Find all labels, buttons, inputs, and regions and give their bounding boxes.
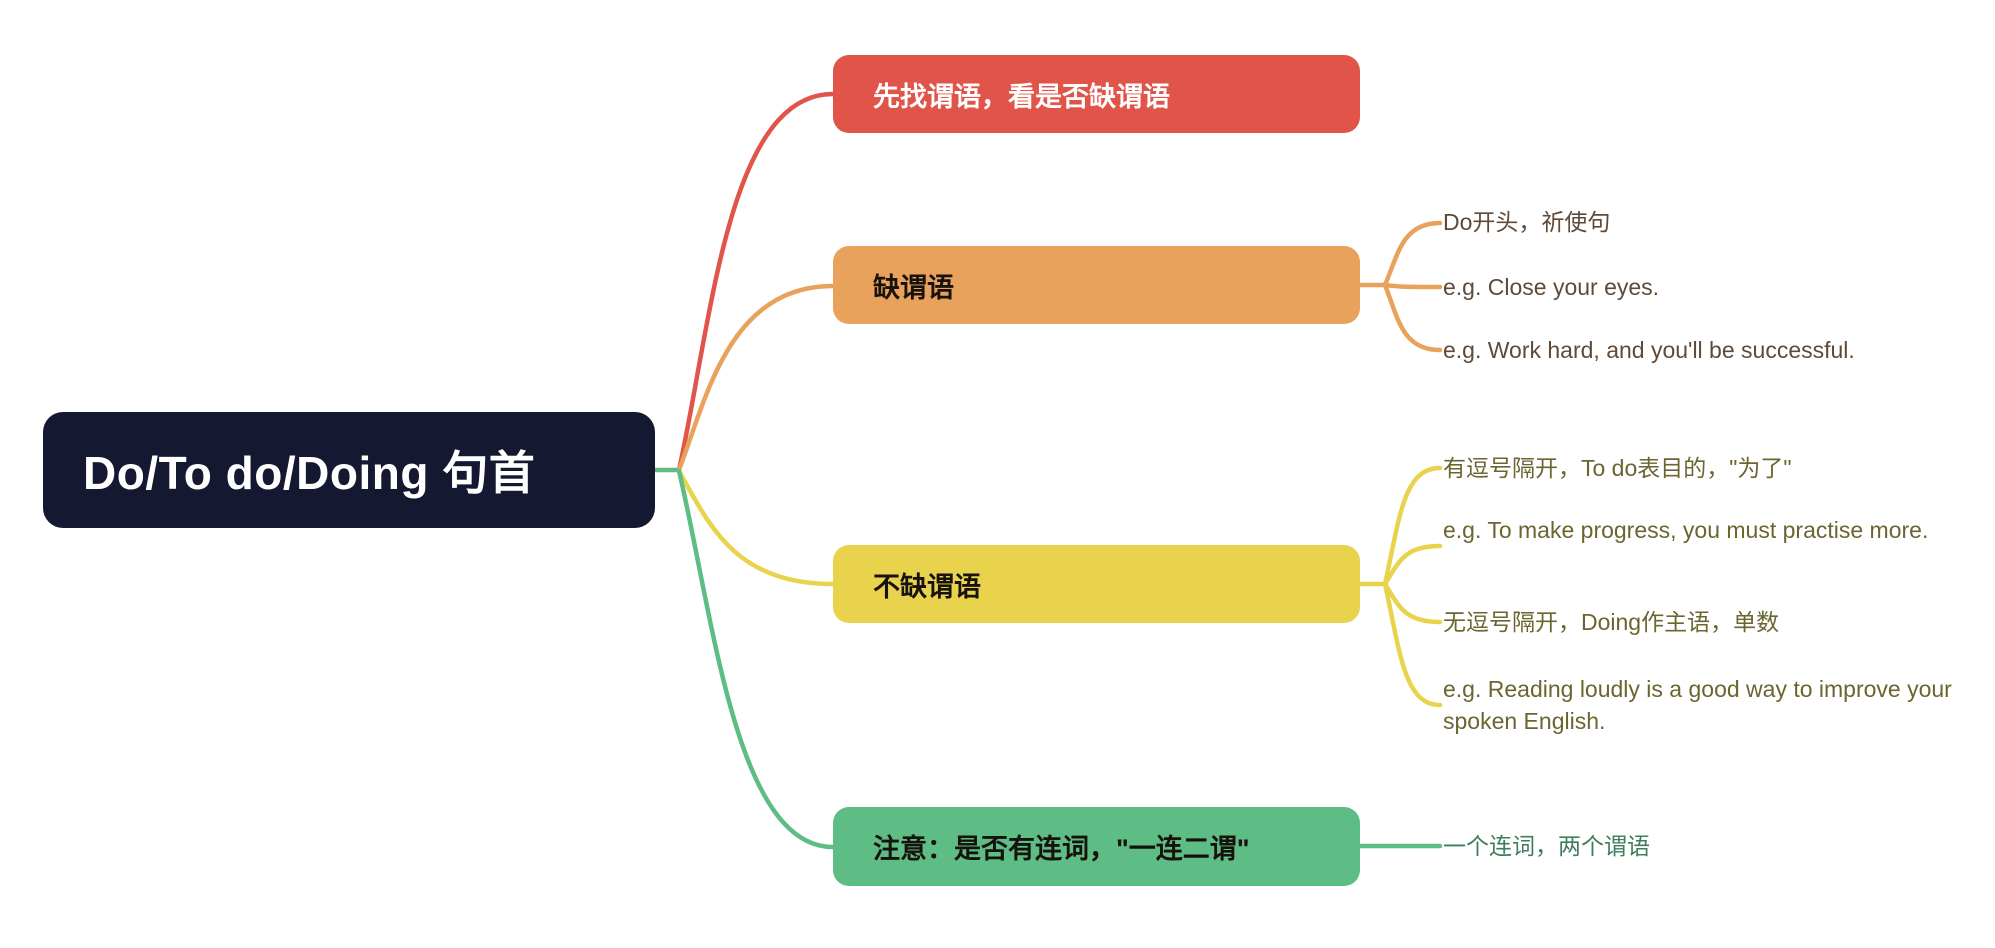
- branch-node-not-missing-predicate[interactable]: 不缺谓语: [833, 545, 1360, 623]
- branch-node-label: 注意：是否有连词，"一连二谓": [873, 834, 1250, 864]
- leaf-example-work-hard[interactable]: e.g. Work hard, and you'll be successful…: [1443, 337, 1855, 363]
- leaf-example-close-eyes[interactable]: e.g. Close your eyes.: [1443, 274, 1660, 300]
- connector-branch-2-leaf-2: [1382, 581, 1443, 625]
- branch-node-label: 不缺谓语: [873, 571, 981, 602]
- branch-node-conjunction-note[interactable]: 注意：是否有连词，"一连二谓": [833, 807, 1360, 886]
- root-node[interactable]: Do/To do/Doing 句首: [43, 412, 655, 528]
- connector-branch-2-leaf-0: [1382, 465, 1443, 587]
- branch-node-label: 缺谓语: [873, 272, 954, 303]
- branch-node-label: 先找谓语，看是否缺谓语: [873, 81, 1170, 112]
- connector-branch-1-leaf-2: [1382, 282, 1443, 353]
- branch-node-missing-predicate[interactable]: 缺谓语: [833, 246, 1360, 324]
- connector-root-to-branch-1: [676, 283, 836, 473]
- connector-branch-2-leaf-3: [1382, 581, 1443, 708]
- leaf-example-reading-loudly[interactable]: e.g. Reading loudly is a good way to imp…: [1443, 676, 1952, 734]
- root-node-label: Do/To do/Doing 句首: [83, 447, 536, 499]
- connector-branch-1-leaf-0: [1382, 220, 1443, 288]
- connector-branch-2-leaf-1: [1382, 543, 1443, 587]
- leaf-no-comma-doing-subject[interactable]: 无逗号隔开，Doing作主语，单数: [1443, 609, 1780, 635]
- leaf-one-conjunction-two-predicates[interactable]: 一个连词，两个谓语: [1443, 833, 1650, 859]
- connector-root-to-branch-3: [676, 468, 836, 850]
- leaf-do-imperative[interactable]: Do开头，祈使句: [1443, 209, 1611, 235]
- connector-root-to-branch-0: [676, 91, 836, 473]
- branch-node-find-predicate[interactable]: 先找谓语，看是否缺谓语: [833, 55, 1360, 133]
- connector-root-to-branch-2: [676, 468, 836, 587]
- connector-branch-1-leaf-1: [1382, 282, 1443, 290]
- leaf-comma-todo-purpose[interactable]: 有逗号隔开，To do表目的，"为了": [1443, 455, 1792, 481]
- leaf-example-make-progress[interactable]: e.g. To make progress, you must practise…: [1443, 517, 1929, 543]
